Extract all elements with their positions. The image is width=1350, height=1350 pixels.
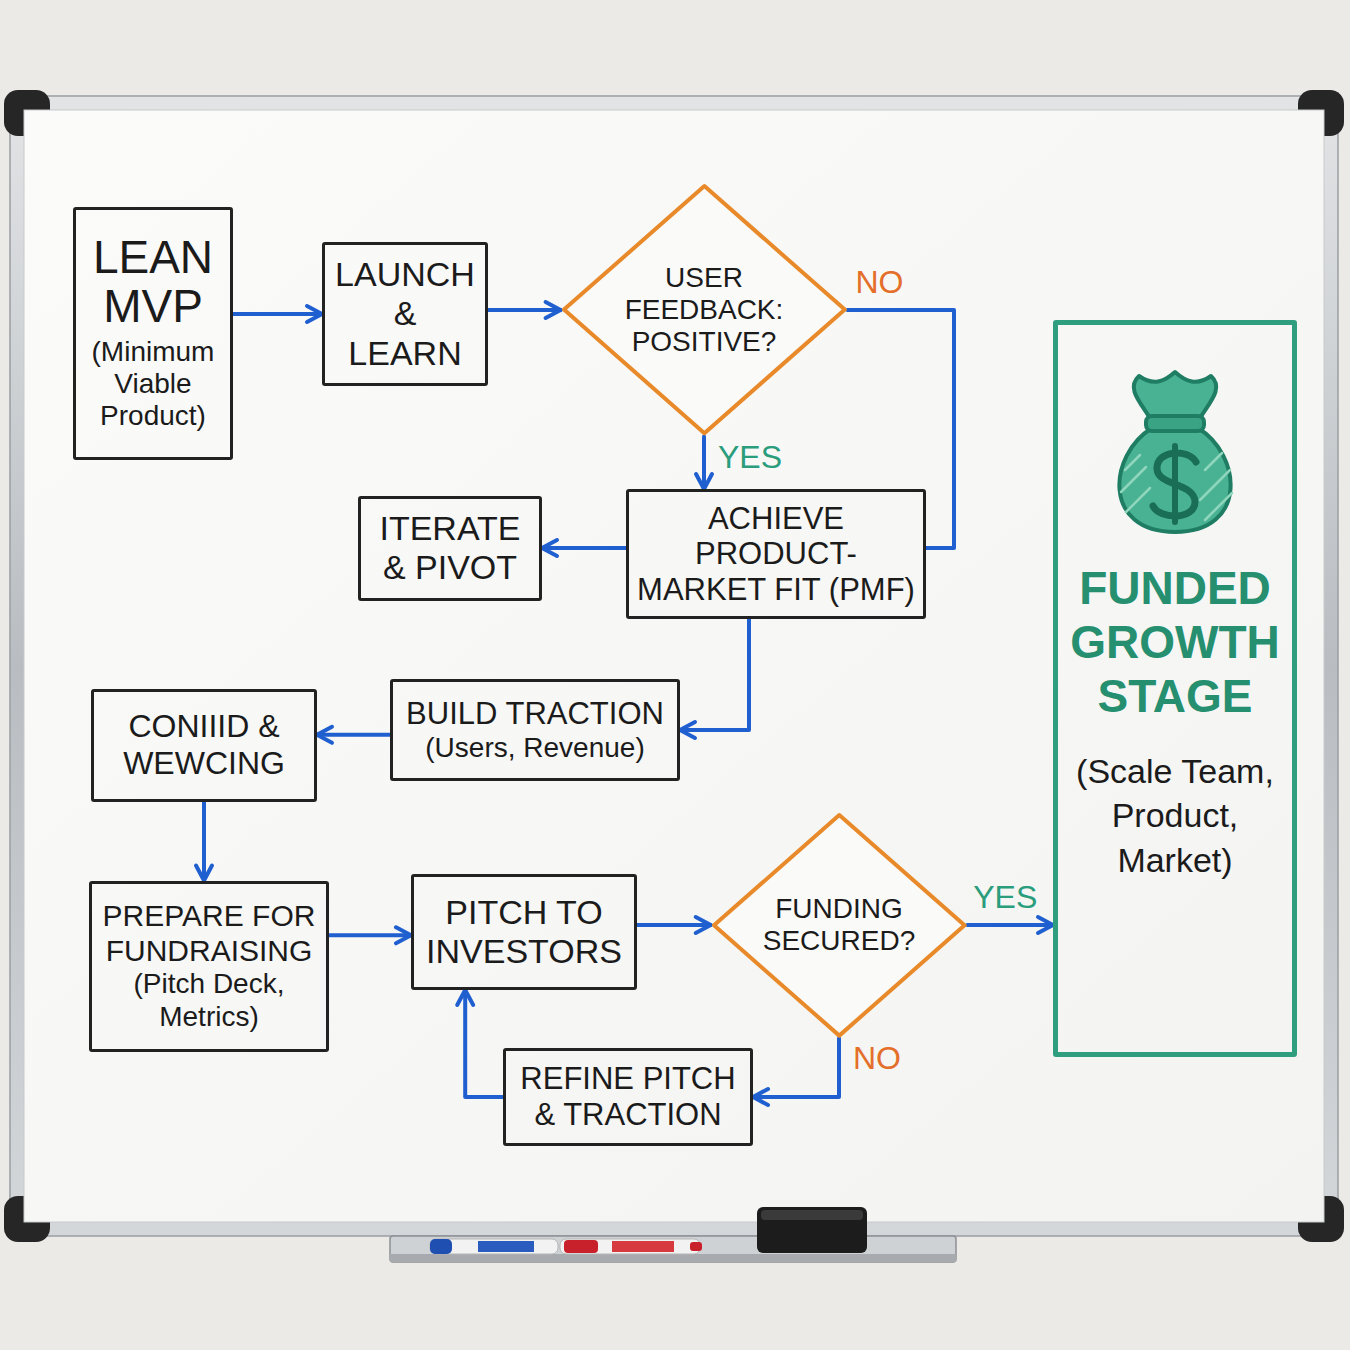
node-title: REFINE PITCH & TRACTION bbox=[514, 1061, 742, 1132]
node-subtitle: (Users, Revenue) bbox=[401, 732, 669, 764]
node-title: BUILD TRACTION bbox=[401, 696, 669, 732]
money-bag-icon bbox=[1172, 446, 1178, 522]
blue-marker bbox=[478, 1241, 534, 1252]
board-frame bbox=[10, 96, 1338, 1236]
edge-label: NO bbox=[853, 1040, 901, 1077]
money-bag-icon bbox=[1121, 467, 1146, 492]
red-marker bbox=[560, 1239, 702, 1254]
blue-marker bbox=[430, 1239, 452, 1254]
red-marker bbox=[564, 1240, 598, 1253]
node-title: FUNDING SECURED? bbox=[756, 893, 921, 957]
red-marker bbox=[612, 1241, 674, 1252]
node-title: USER FEEDBACK: POSITIVE? bbox=[616, 262, 791, 359]
node-subtitle: (Scale Team, Product, Market) bbox=[1066, 749, 1284, 882]
edge-label: YES bbox=[973, 879, 1037, 916]
node-subtitle: (Minimum Viable Product) bbox=[84, 336, 222, 433]
process-box: BUILD TRACTION(Users, Revenue) bbox=[390, 679, 680, 781]
process-box: PREPARE FOR FUNDRAISING(Pitch Deck, Metr… bbox=[89, 881, 329, 1052]
connector-arrow bbox=[753, 1038, 839, 1097]
connector-arrow bbox=[202, 802, 206, 881]
connector-arrow bbox=[847, 310, 954, 548]
node-title: LAUNCH & LEARN bbox=[333, 255, 477, 372]
connector-arrow bbox=[488, 308, 561, 312]
money-bag-icon bbox=[1205, 493, 1232, 520]
connector-arrow bbox=[542, 546, 626, 550]
diamond-text: USER FEEDBACK: POSITIVE? bbox=[616, 262, 791, 359]
stage-panel: FUNDED GROWTH STAGE (Scale Team, Product,… bbox=[1053, 320, 1297, 1057]
decision-diamond: FUNDING SECURED? bbox=[711, 812, 968, 1039]
process-box: ACHIEVE PRODUCT-MARKET FIT (PMF) bbox=[626, 489, 926, 619]
node-title: FUNDED GROWTH STAGE bbox=[1066, 561, 1284, 724]
money-bag-icon bbox=[1200, 470, 1230, 500]
money-bag-icon bbox=[1134, 372, 1217, 418]
board-surface bbox=[24, 110, 1324, 1222]
connector-arrow bbox=[329, 933, 411, 937]
node-title: CONIIID & WEWCING bbox=[102, 708, 306, 782]
money-bag-icon bbox=[1126, 488, 1150, 512]
process-box: LAUNCH & LEARN bbox=[322, 242, 488, 386]
red-marker bbox=[690, 1242, 702, 1251]
connector-arrow bbox=[317, 733, 390, 737]
edge-label: NO bbox=[855, 264, 903, 301]
connector-arrow bbox=[465, 990, 503, 1097]
diamond-outline bbox=[714, 815, 965, 1036]
blue-marker bbox=[430, 1239, 558, 1254]
red-marker bbox=[560, 1239, 700, 1254]
money-bag-icon bbox=[1205, 453, 1222, 470]
node-title: PREPARE FOR FUNDRAISING bbox=[100, 899, 318, 968]
eraser bbox=[757, 1207, 867, 1253]
money-bag-icon bbox=[1146, 416, 1204, 431]
connector-arrow bbox=[680, 619, 749, 730]
process-box: REFINE PITCH & TRACTION bbox=[503, 1048, 753, 1146]
node-title: ACHIEVE PRODUCT-MARKET FIT (PMF) bbox=[637, 501, 915, 608]
node-title: ITERATE & PIVOT bbox=[369, 509, 531, 587]
marker-tray bbox=[390, 1236, 956, 1262]
board-frame bbox=[10, 96, 1338, 1236]
process-box: CONIIID & WEWCING bbox=[91, 689, 317, 802]
money-bag-icon bbox=[1119, 428, 1230, 532]
connector-arrow bbox=[233, 312, 322, 316]
connector-arrow bbox=[637, 923, 711, 927]
eraser bbox=[761, 1210, 863, 1220]
money-bag-icon bbox=[1119, 372, 1232, 532]
node-subtitle: (Pitch Deck, Metrics) bbox=[100, 968, 318, 1032]
process-box: ITERATE & PIVOT bbox=[358, 496, 542, 601]
connector-arrow bbox=[702, 437, 706, 489]
connector-arrow bbox=[967, 923, 1053, 927]
frame-corner bbox=[4, 90, 1344, 1242]
edge-label: YES bbox=[718, 439, 782, 476]
node-title: LEAN MVP bbox=[84, 233, 222, 330]
marker-tray bbox=[390, 1236, 956, 1262]
diamond-text: FUNDING SECURED? bbox=[756, 893, 921, 957]
decision-diamond: USER FEEDBACK: POSITIVE? bbox=[561, 183, 848, 436]
process-box: LEAN MVP(Minimum Viable Product) bbox=[73, 207, 233, 460]
node-title: PITCH TO INVESTORS bbox=[422, 893, 626, 971]
process-box: PITCH TO INVESTORS bbox=[411, 874, 637, 990]
blue-marker bbox=[430, 1239, 558, 1254]
money-bag-icon bbox=[1125, 455, 1140, 470]
eraser bbox=[757, 1207, 867, 1253]
diamond-outline bbox=[564, 186, 845, 433]
marker-tray bbox=[390, 1254, 956, 1262]
